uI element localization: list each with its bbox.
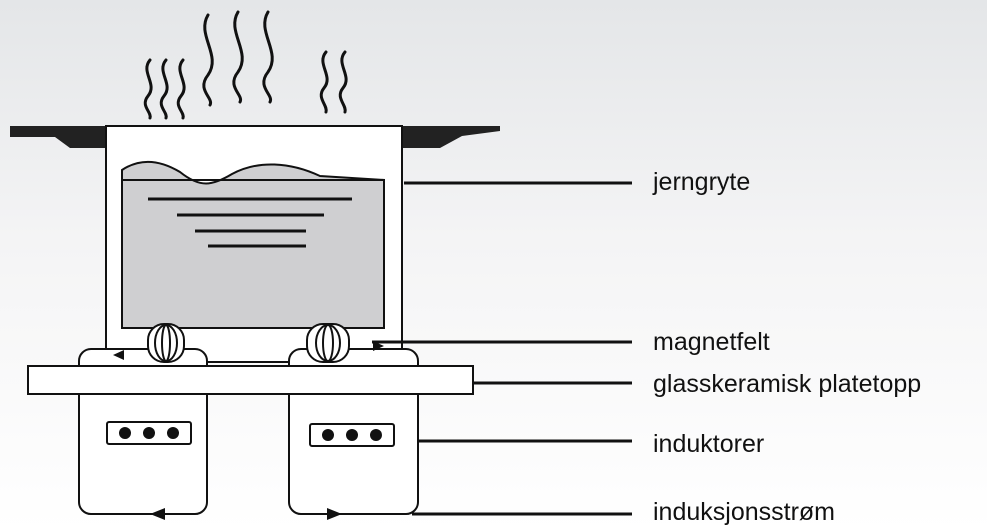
coil-window-right	[309, 423, 395, 447]
current-arrow-icon	[150, 508, 165, 520]
label-glass-ceramic-top: glasskeramisk platetopp	[653, 370, 922, 398]
liquid-lines	[148, 197, 352, 248]
magnetic-field-right	[306, 323, 350, 363]
steam-line	[176, 58, 186, 120]
steam-lines	[143, 10, 348, 120]
label-induction-current: induksjonsstrøm	[653, 498, 835, 526]
pot-handle-right	[400, 126, 500, 148]
leader-lines	[372, 181, 632, 516]
steam-line	[202, 13, 214, 107]
current-arrow-icon	[327, 508, 342, 520]
steam-line	[159, 58, 169, 120]
glass-ceramic-top-overlay	[27, 365, 474, 395]
label-inductors: induktorer	[653, 430, 765, 458]
pot-handle-left	[10, 126, 108, 148]
steam-line	[232, 10, 244, 104]
magnetic-field-left	[147, 323, 185, 363]
label-iron-pot: jerngryte	[653, 168, 751, 196]
coil-window-left	[106, 421, 192, 445]
steam-line	[262, 10, 274, 104]
steam-line	[319, 50, 329, 114]
label-magnetic-field: magnetfelt	[653, 328, 770, 356]
steam-line	[338, 50, 348, 114]
steam-line	[143, 58, 153, 120]
field-arrow-icon	[113, 350, 124, 360]
